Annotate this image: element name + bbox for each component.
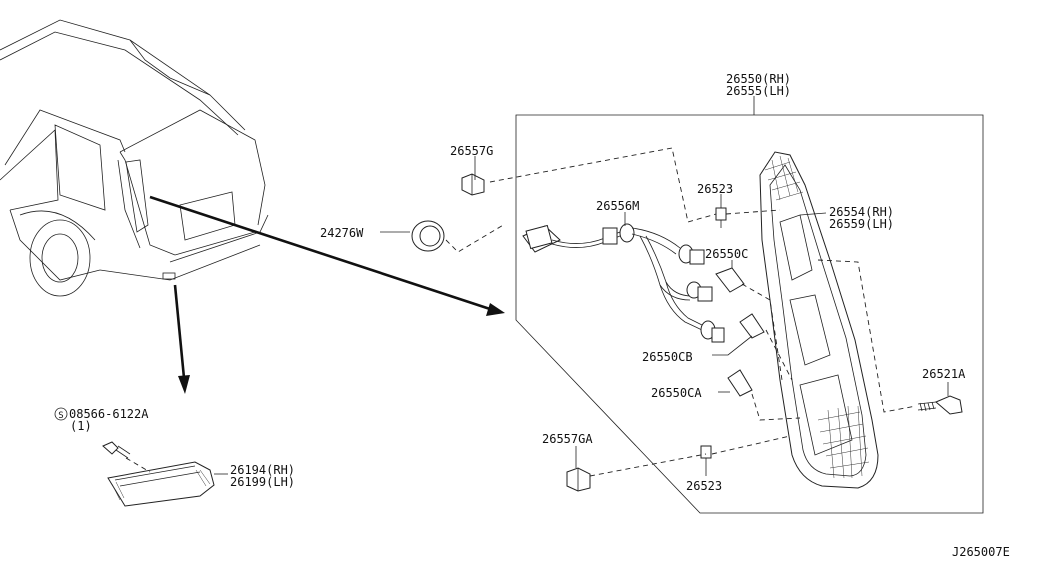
label-screw-top: 26523	[697, 182, 733, 196]
tail-lamp-detail-frame	[515, 96, 984, 514]
vehicle-rear-illustration	[0, 19, 269, 297]
label-small-bolt: 08566-6122A	[69, 407, 149, 421]
label-clip-bottom: 26557GA	[542, 432, 593, 446]
screw-bottom	[700, 445, 712, 466]
label-reflector-rh: 26194(RH)	[230, 463, 295, 477]
bolt-26521a	[917, 395, 963, 415]
fastener-clip-top	[461, 173, 485, 196]
grommet	[411, 220, 445, 252]
screw-symbol: S	[54, 407, 68, 421]
label-small-bolt-qty: (1)	[70, 419, 92, 433]
label-bolt: 26521A	[922, 367, 966, 381]
label-bulb-c: 26550C	[705, 247, 748, 261]
label-harness: 26556M	[596, 199, 639, 213]
bulb-ca	[727, 369, 753, 397]
assembly-dashed-lines	[125, 147, 917, 477]
fastener-clip-bottom	[566, 467, 591, 492]
diagram-code: J265007E	[952, 545, 1010, 559]
label-lens-rh: 26554(RH)	[829, 205, 894, 219]
bulb-c	[715, 267, 745, 293]
callout-labels: 26550(RH) 26555(LH) 26557G 24276W 26556M…	[69, 72, 1010, 559]
pointer-arrows	[149, 195, 505, 394]
label-assy-rh: 26550(RH)	[726, 72, 791, 86]
label-lens-lh: 26559(LH)	[829, 217, 894, 231]
label-bulb-ca: 26550CA	[651, 386, 702, 400]
label-reflector-lh: 26199(LH)	[230, 475, 295, 489]
small-bolt	[102, 441, 131, 459]
rear-reflector	[107, 461, 215, 507]
label-screw-bottom: 26523	[686, 479, 722, 493]
leader-lines	[214, 156, 949, 476]
tail-lamp-lens	[759, 151, 879, 489]
bulb-cb	[739, 313, 765, 339]
label-grommet: 24276W	[320, 226, 364, 240]
screw-symbol-letter: S	[58, 411, 63, 421]
screw-top	[715, 207, 727, 228]
label-clip-top: 26557G	[450, 144, 493, 158]
label-bulb-cb: 26550CB	[642, 350, 693, 364]
label-assy-lh: 26555(LH)	[726, 84, 791, 98]
wiring-harness	[522, 223, 725, 343]
